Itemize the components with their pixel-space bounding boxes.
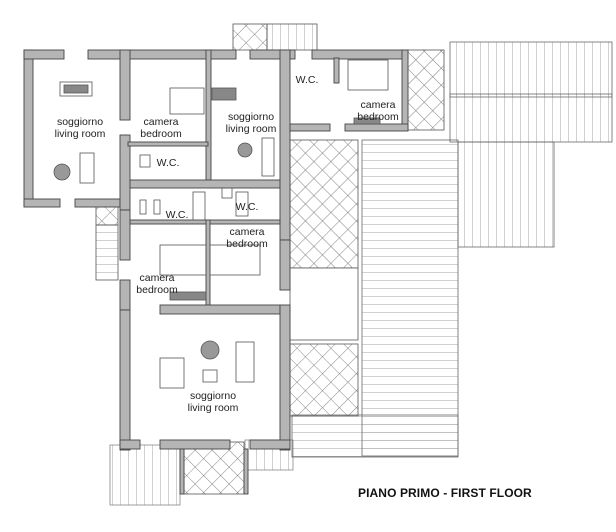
room-label-bedroom-4: camera bedroom bbox=[226, 226, 267, 250]
room-name-en: bedroom bbox=[226, 238, 268, 250]
room-name-it: camera bbox=[360, 99, 396, 111]
room-name: W.C. bbox=[165, 209, 189, 221]
room-name-en: living room bbox=[225, 123, 277, 135]
room-label-wc-2: W.C. bbox=[296, 74, 319, 86]
room-name-it: camera bbox=[143, 116, 179, 128]
room-label-wc-4: W.C. bbox=[236, 201, 259, 213]
room-name-en: living room bbox=[187, 402, 239, 414]
room-label-wc-3: W.C. bbox=[166, 209, 189, 221]
room-name-en: living room bbox=[54, 128, 106, 140]
room-label-living-2: soggiorno living room bbox=[226, 111, 277, 135]
room-name-it: camera bbox=[229, 226, 265, 238]
room-label-bedroom-3: camera bedroom bbox=[136, 272, 177, 296]
room-label-bedroom-2: camera bedroom bbox=[357, 99, 398, 123]
room-name: W.C. bbox=[235, 201, 259, 213]
floor-title: PIANO PRIMO - FIRST FLOOR bbox=[358, 486, 532, 500]
room-name-it: soggiorno bbox=[56, 116, 104, 128]
terrace bbox=[95, 23, 445, 495]
staircase bbox=[95, 224, 294, 506]
room-name: W.C. bbox=[156, 157, 180, 169]
room-label-living-3: soggiorno living room bbox=[188, 390, 239, 414]
room-name-it: soggiorno bbox=[189, 390, 237, 402]
room-name-en: bedroom bbox=[136, 284, 178, 296]
room-label-bedroom-1: camera bedroom bbox=[140, 116, 181, 140]
roof-area bbox=[291, 41, 613, 458]
room-label-wc-1: W.C. bbox=[157, 157, 180, 169]
furniture bbox=[53, 59, 389, 389]
room-name-en: bedroom bbox=[140, 128, 182, 140]
room-name-it: soggiorno bbox=[227, 111, 275, 123]
room-label-living-1: soggiorno living room bbox=[55, 116, 106, 140]
room-name: W.C. bbox=[295, 74, 319, 86]
room-name-it: camera bbox=[139, 272, 175, 284]
room-name-en: bedroom bbox=[357, 111, 399, 123]
walls bbox=[23, 49, 409, 495]
